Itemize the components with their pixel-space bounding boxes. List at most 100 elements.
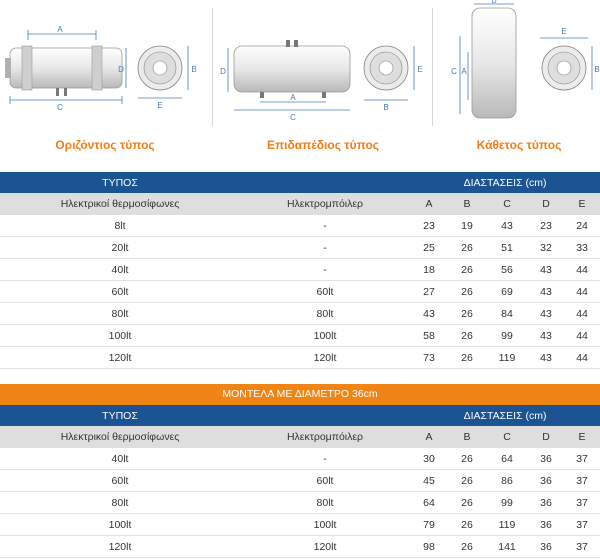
table-cell: 119 — [486, 346, 528, 369]
col-a-header: A — [410, 193, 448, 215]
table-cell: 20lt — [0, 236, 240, 259]
table-cell: 100lt — [0, 324, 240, 347]
dim-label-e-floor: E — [417, 65, 422, 74]
empty-cell — [240, 405, 410, 426]
diagram-separator — [432, 8, 433, 126]
col-d-header: D — [528, 426, 564, 448]
table-cell: 37 — [564, 469, 600, 492]
empty-cell — [240, 172, 410, 193]
table-cell: 44 — [564, 324, 600, 347]
table-cell: 51 — [486, 236, 528, 259]
table-cell: 43 — [528, 346, 564, 369]
dimensions-table-main: ΤΥΠΟΣ ΔΙΑΣΤΑΣΕΙΣ (cm) Ηλεκτρικοί θερμοσί… — [0, 172, 600, 369]
table-cell: 32 — [528, 236, 564, 259]
dim-label-a: A — [57, 25, 63, 34]
dim-label-b-horizontal: B — [191, 65, 196, 74]
diagram-vertical: D C A E B — [434, 0, 600, 130]
table-cell: 86 — [486, 469, 528, 492]
dim-label-b-vertical: B — [594, 65, 599, 74]
table-cell: 79 — [410, 513, 448, 536]
table-cell: 100lt — [0, 513, 240, 536]
table-cell: 80lt — [240, 302, 410, 325]
table-cell: 33 — [564, 236, 600, 259]
diagram-horizontal: A D C B E — [0, 0, 200, 130]
col-thermo-header: Ηλεκτρικοί θερμοσίφωνες — [0, 193, 240, 215]
col-a-header: A — [410, 426, 448, 448]
table-cell: 120lt — [240, 535, 410, 558]
col-d-header: D — [528, 193, 564, 215]
table-cell: 24 — [564, 215, 600, 237]
floor-drawing: D A C E B — [220, 40, 423, 122]
table-cell: 18 — [410, 258, 448, 281]
table-cell: - — [240, 258, 410, 281]
table-cell: 26 — [448, 469, 486, 492]
col-thermo-header: Ηλεκτρικοί θερμοσίφωνες — [0, 426, 240, 448]
table-cell: 60lt — [0, 280, 240, 303]
col-b-header: B — [448, 426, 486, 448]
table-cell: 26 — [448, 280, 486, 303]
table-cell: - — [240, 448, 410, 470]
table-cell: 36 — [528, 469, 564, 492]
table-cell: 43 — [528, 258, 564, 281]
table-cell: 43 — [528, 324, 564, 347]
table-cell: 40lt — [0, 258, 240, 281]
table-cell: 19 — [448, 215, 486, 237]
table-cell: 37 — [564, 448, 600, 470]
dim-label-e-vertical: E — [561, 27, 566, 36]
dims-header: ΔΙΑΣΤΑΣΕΙΣ (cm) — [410, 405, 600, 426]
dim-label-c-floor: C — [290, 113, 296, 122]
caption-vertical: Κάθετος τύπος — [476, 138, 562, 152]
dim-label-d-floor: D — [220, 67, 226, 76]
table-subheader-row: Ηλεκτρικοί θερμοσίφωνες Ηλεκτρομπόιλερ A… — [0, 426, 600, 448]
table-cell: 56 — [486, 258, 528, 281]
col-boiler-header: Ηλεκτρομπόιλερ — [240, 193, 410, 215]
table-cell: 26 — [448, 448, 486, 470]
dimensions-table-36cm: ΤΥΠΟΣ ΔΙΑΣΤΑΣΕΙΣ (cm) Ηλεκτρικοί θερμοσί… — [0, 405, 600, 558]
caption-floor: Επιδαπέδιος τύπος — [266, 138, 380, 152]
table-cell: 44 — [564, 258, 600, 281]
table-cell: 100lt — [240, 324, 410, 347]
dim-label-c-vertical: C — [451, 67, 457, 76]
table-cell: 36 — [528, 535, 564, 558]
table-cell: 40lt — [0, 448, 240, 470]
table-cell: 8lt — [0, 215, 240, 237]
table-cell: 64 — [410, 491, 448, 514]
dim-label-d-horizontal: D — [118, 65, 124, 74]
table-cell: 100lt — [240, 513, 410, 536]
table-cell: 36 — [528, 491, 564, 514]
col-e-header: E — [564, 193, 600, 215]
table-cell: 120lt — [0, 346, 240, 369]
table-cell: 45 — [410, 469, 448, 492]
diagram-separator — [212, 8, 213, 126]
col-e-header: E — [564, 426, 600, 448]
table-cell: 37 — [564, 535, 600, 558]
col-boiler-header: Ηλεκτρομπόιλερ — [240, 426, 410, 448]
table-cell: 26 — [448, 535, 486, 558]
type-header: ΤΥΠΟΣ — [0, 405, 240, 426]
table-cell: 84 — [486, 302, 528, 325]
table-cell: 27 — [410, 280, 448, 303]
table-cell: 58 — [410, 324, 448, 347]
table-cell: 60lt — [0, 469, 240, 492]
dim-label-e-horizontal: E — [157, 101, 162, 110]
col-c-header: C — [486, 193, 528, 215]
dim-label-a-floor: A — [290, 93, 296, 102]
table-cell: 26 — [448, 236, 486, 259]
table-cell: 26 — [448, 513, 486, 536]
table-cell: 99 — [486, 324, 528, 347]
caption-horizontal: Οριζόντιος τύπος — [55, 138, 155, 152]
table-cell: 37 — [564, 513, 600, 536]
table-cell: 37 — [564, 491, 600, 514]
table-cell: 80lt — [0, 491, 240, 514]
table-cell: 60lt — [240, 469, 410, 492]
table-cell: 26 — [448, 302, 486, 325]
table-cell: 80lt — [0, 302, 240, 325]
table-cell: 44 — [564, 302, 600, 325]
dim-label-a-vertical: A — [461, 67, 467, 76]
